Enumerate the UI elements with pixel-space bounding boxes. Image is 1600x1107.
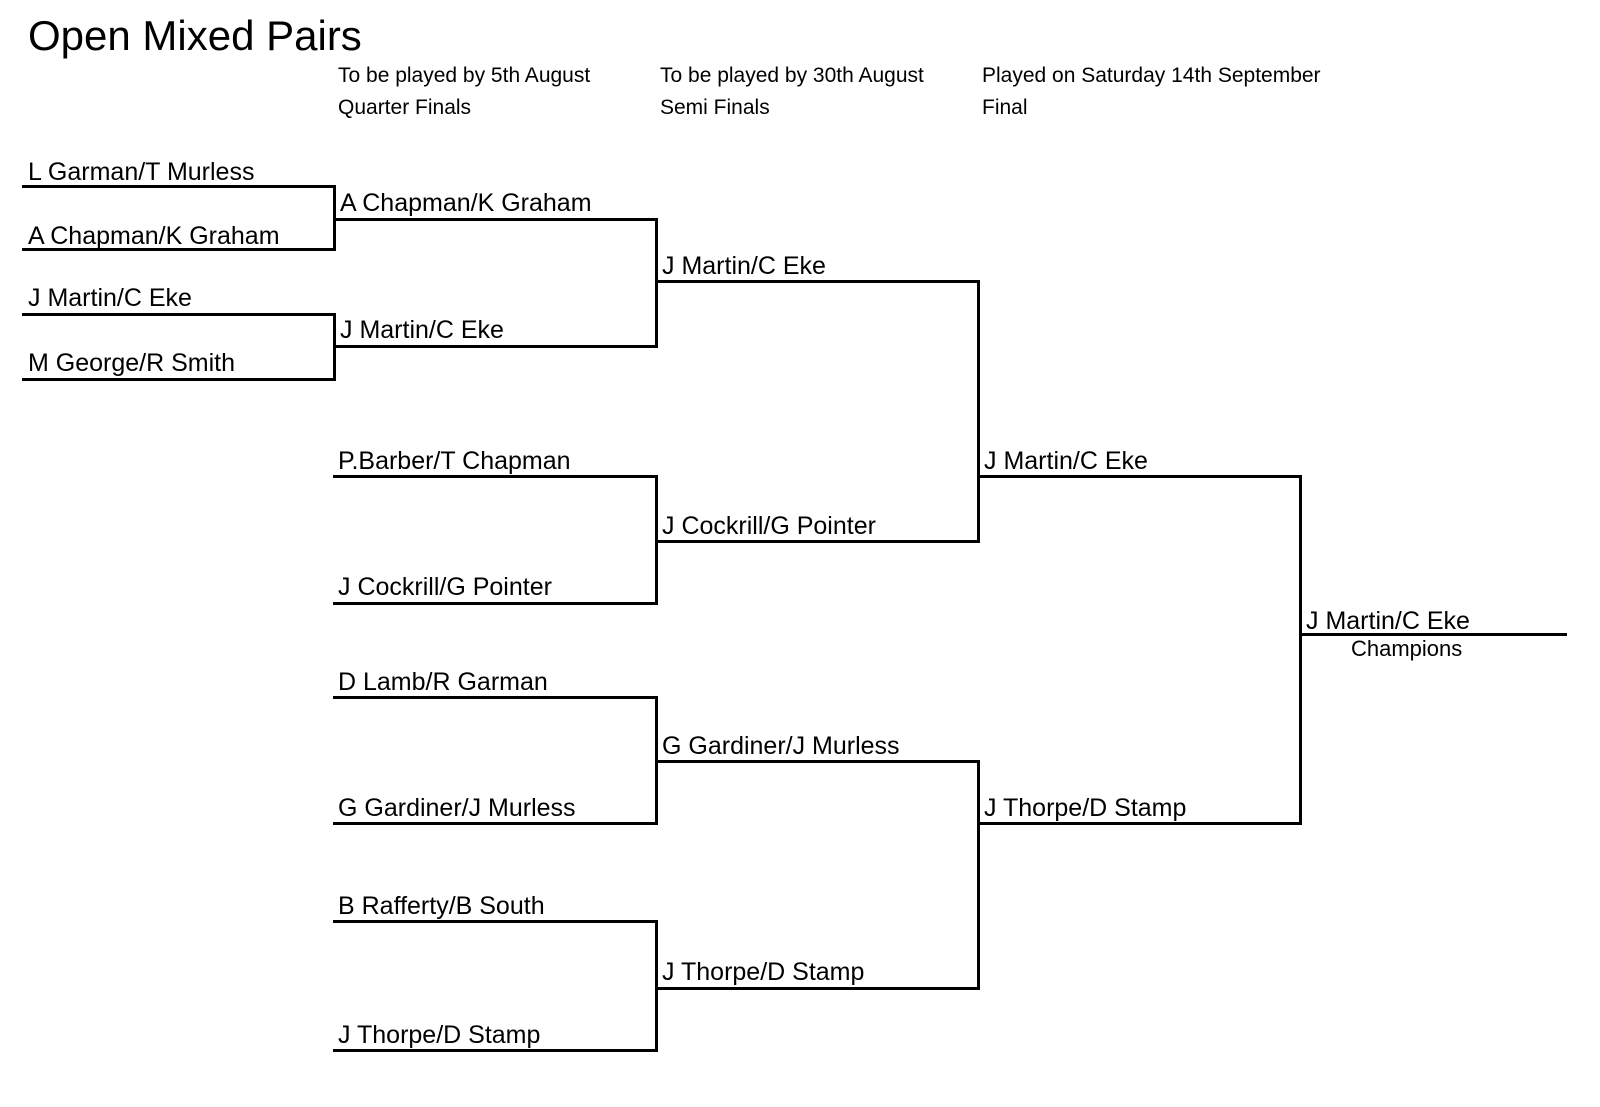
preliminary-entry-4: M George/R Smith — [28, 349, 236, 377]
bracket-line — [655, 760, 980, 763]
bracket-line — [333, 218, 658, 221]
bracket-line — [22, 248, 336, 251]
round-name-quarter-finals: Quarter Finals — [338, 96, 472, 119]
bracket-line — [655, 540, 980, 543]
bracket-line — [655, 987, 980, 990]
bracket-line — [22, 378, 336, 381]
preliminary-entry-3: J Martin/C Eke — [28, 284, 192, 312]
preliminary-entry-1: L Garman/T Murless — [28, 158, 255, 186]
semi-final-entry-1: J Martin/C Eke — [662, 252, 826, 280]
round-name-semi-finals: Semi Finals — [660, 96, 770, 119]
bracket-line — [333, 345, 658, 348]
quarter-final-entry-1: A Chapman/K Graham — [340, 189, 592, 217]
semi-final-entry-4: J Thorpe/D Stamp — [662, 958, 865, 986]
semi-final-entry-3: G Gardiner/J Murless — [662, 732, 900, 760]
champion-name: J Martin/C Eke — [1306, 607, 1470, 635]
bracket-line — [977, 822, 1302, 825]
champion-line — [1299, 633, 1567, 636]
bracket-connector — [655, 920, 658, 1052]
preliminary-entry-2: A Chapman/K Graham — [28, 222, 280, 250]
round-name-final: Final — [982, 96, 1028, 119]
semi-final-entry-2: J Cockrill/G Pointer — [662, 512, 876, 540]
round-deadline-quarter-finals: To be played by 5th August — [338, 64, 591, 87]
bracket-line — [22, 185, 336, 188]
bracket-line — [333, 822, 658, 825]
bracket-line — [22, 313, 336, 316]
bracket-line — [333, 475, 658, 478]
bracket-line — [333, 602, 658, 605]
bracket-connector — [1299, 475, 1302, 825]
bracket-line — [977, 475, 1302, 478]
quarter-final-entry-5: D Lamb/R Garman — [338, 668, 548, 696]
champion-label: Champions — [1351, 636, 1463, 661]
round-deadline-semi-finals: To be played by 30th August — [660, 64, 924, 87]
quarter-final-entry-3: P.Barber/T Chapman — [338, 447, 571, 475]
quarter-final-entry-6: G Gardiner/J Murless — [338, 794, 576, 822]
round-deadline-final: Played on Saturday 14th September — [982, 64, 1321, 87]
quarter-final-entry-2: J Martin/C Eke — [340, 316, 504, 344]
quarter-final-entry-8: J Thorpe/D Stamp — [338, 1021, 541, 1049]
bracket-connector — [977, 280, 980, 543]
final-entry-2: J Thorpe/D Stamp — [984, 794, 1187, 822]
final-entry-1: J Martin/C Eke — [984, 447, 1148, 475]
quarter-final-entry-4: J Cockrill/G Pointer — [338, 573, 552, 601]
page-title: Open Mixed Pairs — [28, 12, 362, 59]
bracket-connector — [655, 218, 658, 348]
bracket-line — [333, 696, 658, 699]
quarter-final-entry-7: B Rafferty/B South — [338, 892, 545, 920]
bracket-line — [333, 1049, 658, 1052]
bracket-line — [333, 920, 658, 923]
bracket-connector — [977, 760, 980, 990]
bracket-line — [655, 280, 980, 283]
